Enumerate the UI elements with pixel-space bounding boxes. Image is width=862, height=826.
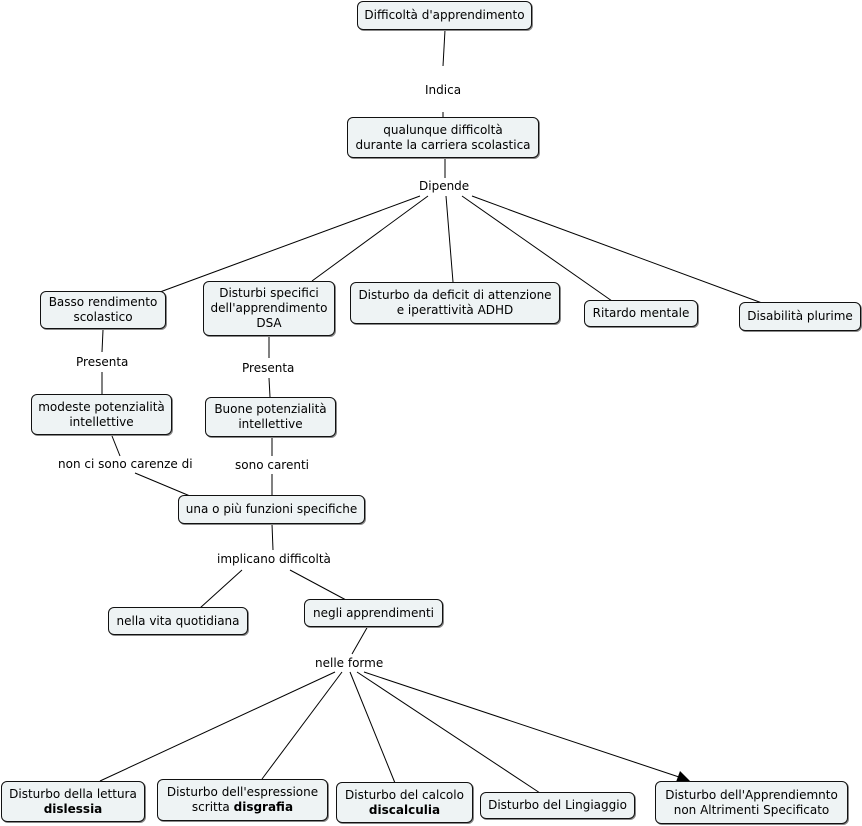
link-label-sono-carenti: sono carenti — [234, 458, 311, 472]
concept-label-line: Buone potenzialità — [214, 402, 327, 416]
concept-nas[interactable]: Disturbo dell'Apprendiemnto non Altrimen… — [655, 781, 848, 824]
concept-label: nella vita quotidiana — [116, 613, 240, 628]
concept-label-line: intellettive — [69, 414, 134, 429]
concept-label-line: scolastico — [73, 310, 133, 324]
edge — [349, 671, 396, 784]
concept-adhd[interactable]: Disturbo da deficit di attenzione e iper… — [350, 282, 560, 324]
concept-label-bold: dislessia — [43, 801, 103, 816]
link-label-dipende: Dipende — [418, 179, 471, 193]
edge — [461, 195, 613, 302]
link-label-non-ci-sono-carenze: non ci sono carenze di — [57, 457, 194, 471]
concept-label-line: Disturbo della lettura — [9, 786, 137, 801]
edge — [445, 195, 454, 283]
link-label-indica: Indica — [424, 83, 463, 97]
concept-label-line: e iperattività ADHD — [396, 303, 514, 317]
edge — [159, 195, 421, 293]
concept-label-line: durante la carriera scolastica — [355, 137, 531, 152]
concept-label: negli apprendimenti — [312, 605, 434, 620]
edge — [442, 29, 446, 67]
edge — [99, 671, 336, 782]
concept-label-bold: disgrafia — [233, 800, 294, 814]
concept-dsa[interactable]: Disturbi specifici dell'apprendimento DS… — [203, 281, 335, 336]
concept-linguaggio[interactable]: Disturbo del Lingiaggio — [480, 792, 635, 819]
concept-label: Disturbo del Lingiaggio — [488, 798, 627, 812]
concept-apprendimenti[interactable]: negli apprendimenti — [304, 599, 443, 627]
concept-vita-quotidiana[interactable]: nella vita quotidiana — [108, 607, 248, 635]
concept-label-line: DSA — [256, 316, 282, 330]
concept-modeste-potenzialita[interactable]: modeste potenzialità intellettive — [31, 394, 172, 435]
concept-discalculia[interactable]: Disturbo del calcolo discalculia — [336, 782, 473, 823]
concept-label: una o più funzioni specifiche — [185, 502, 358, 516]
arrowhead-icon — [676, 771, 690, 782]
concept-ritardo-mentale[interactable]: Ritardo mentale — [584, 300, 698, 327]
concept-basso-rendimento[interactable]: Basso rendimento scolastico — [40, 291, 166, 329]
concept-label: Difficoltà d'apprendimento — [364, 8, 525, 22]
concept-disgrafia[interactable]: Disturbo dell'espressione scritta disgra… — [157, 779, 328, 821]
concept-label-line: Disturbo del calcolo — [345, 787, 464, 802]
edge — [356, 671, 541, 794]
concept-label-line: Disturbi specifici — [219, 286, 319, 300]
concept-label-line: Disturbo da deficit di attenzione — [358, 288, 552, 302]
concept-buone-potenzialita[interactable]: Buone potenzialità intellettive — [205, 397, 336, 437]
concept-label-line: Basso rendimento — [48, 295, 158, 309]
link-label-nelle-forme: nelle forme — [314, 656, 385, 670]
concept-disabilita-plurime[interactable]: Disabilità plurime — [739, 302, 861, 331]
edge — [363, 671, 689, 781]
edge — [351, 625, 369, 655]
concept-label: Ritardo mentale — [592, 306, 690, 320]
edge — [199, 569, 243, 609]
concept-label-line: intellettive — [238, 417, 303, 431]
link-label-presenta: Presenta — [241, 361, 296, 375]
concept-label-line: qualunque difficoltà — [383, 122, 503, 137]
edge — [101, 329, 104, 353]
concept-label-bold: discalculia — [368, 802, 441, 817]
concept-label-line: scritta — [191, 800, 234, 814]
edge — [471, 195, 763, 304]
concept-label: Disabilità plurime — [747, 309, 853, 323]
edge — [311, 195, 429, 282]
concept-dislessia[interactable]: Disturbo della lettura dislessia — [1, 781, 145, 822]
concept-label-line: Disturbo dell'Apprendiemnto — [665, 787, 838, 802]
concept-label-line: dell'apprendimento — [210, 301, 328, 315]
concept-label-line: Disturbo dell'espressione — [166, 785, 319, 799]
concept-qualunque-difficolta[interactable]: qualunque difficoltà durante la carriera… — [347, 117, 539, 158]
link-label-presenta: Presenta — [75, 355, 130, 369]
link-label-implicano-difficolta: implicano difficoltà — [216, 552, 332, 566]
edge — [111, 435, 121, 457]
edge — [261, 671, 343, 780]
edge — [134, 472, 191, 497]
concept-funzioni-specifiche[interactable]: una o più funzioni specifiche — [178, 495, 365, 524]
edge — [289, 569, 347, 601]
edge — [271, 523, 274, 551]
concept-label-line: non Altrimenti Specificato — [673, 802, 830, 817]
concept-label-line: modeste potenzialità — [38, 399, 165, 414]
edge — [268, 377, 271, 398]
concept-difficolta-apprendimento[interactable]: Difficoltà d'apprendimento — [357, 1, 532, 30]
